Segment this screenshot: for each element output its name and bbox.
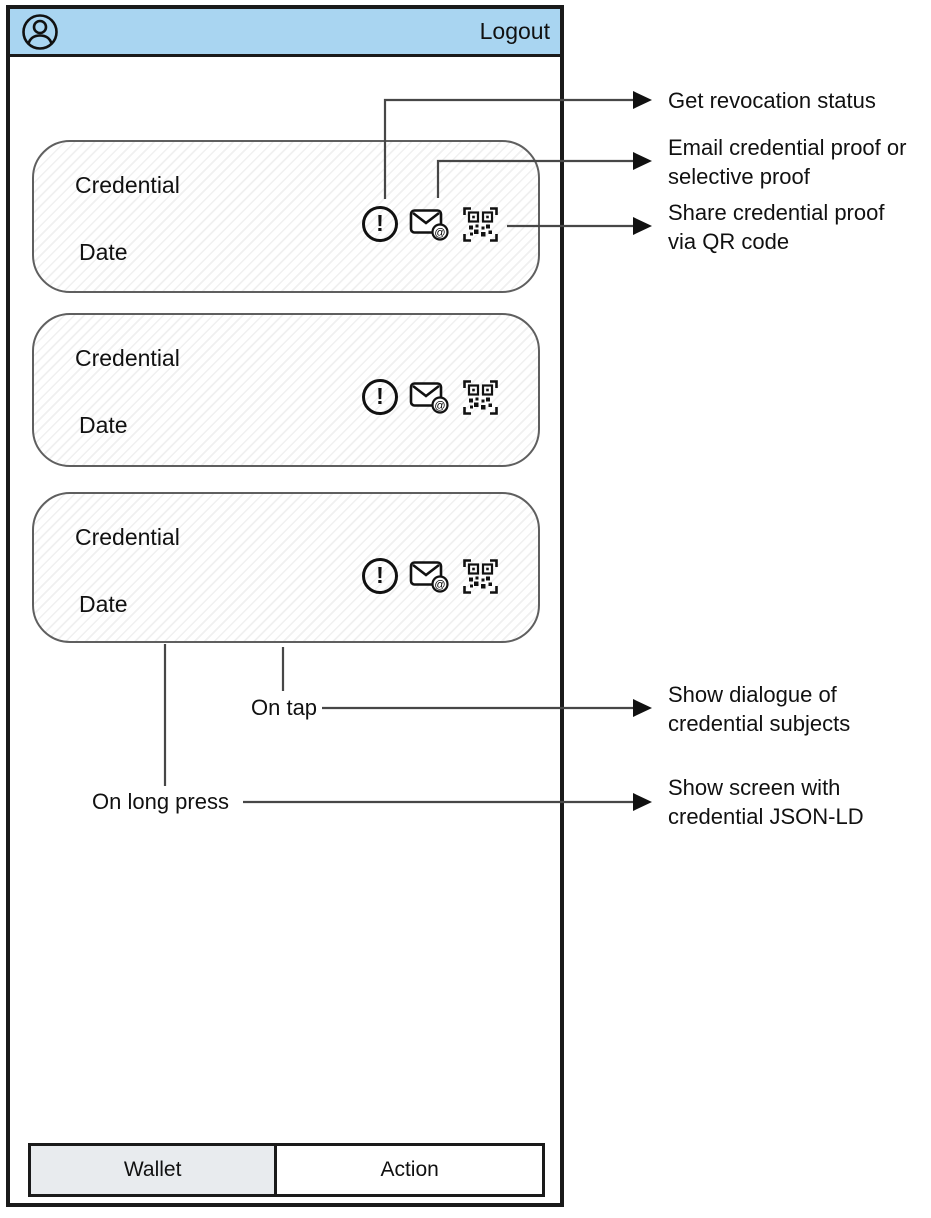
revocation-status-icon[interactable]: ! [362,558,398,594]
callout-line: selective proof [668,164,810,189]
email-proof-icon[interactable]: @ [409,380,451,414]
revocation-status-icon[interactable]: ! [362,206,398,242]
callout-line: Show screen with [668,775,841,800]
user-profile-icon[interactable] [21,13,59,51]
callout-line: Show dialogue of [668,682,837,707]
card-icon-row: ! @ [362,555,499,597]
tab-wallet[interactable]: Wallet [31,1146,278,1194]
svg-text:@: @ [434,400,445,412]
callout-line: via QR code [668,229,790,254]
svg-text:@: @ [434,579,445,591]
credential-title: Credential [75,345,180,371]
callout-qr-share: Share credential proof via QR code [668,198,884,256]
credential-date: Date [79,239,128,265]
credential-date: Date [79,591,128,617]
callout-on-tap-action: Show dialogue of credential subjects [668,680,850,738]
phone-frame: Logout Credential Date ! @ [6,5,564,1207]
credential-title: Credential [75,524,180,550]
callout-line: Email credential proof or [668,135,907,160]
card-icon-row: ! @ [362,376,499,418]
on-long-press-label: On long press [90,789,231,815]
svg-text:@: @ [434,227,445,239]
credential-date: Date [79,412,128,438]
tab-action[interactable]: Action [277,1146,542,1194]
callout-email-proof: Email credential proof or selective proo… [668,133,906,191]
email-proof-icon[interactable]: @ [409,559,451,593]
callout-long-press-action: Show screen with credential JSON-LD [668,773,864,831]
callout-line: Share credential proof [668,200,885,225]
qr-share-icon[interactable] [462,206,499,243]
app-header: Logout [10,9,560,57]
credential-card[interactable]: Credential Date ! @ [32,492,540,643]
bottom-tab-bar: Wallet Action [28,1143,545,1197]
callout-line: credential subjects [668,711,851,736]
on-tap-label: On tap [249,695,320,721]
qr-share-icon[interactable] [462,558,499,595]
qr-share-icon[interactable] [462,379,499,416]
callout-line: credential JSON-LD [668,804,864,829]
callout-line: Get revocation status [668,88,876,113]
credential-card[interactable]: Credential Date ! @ [32,313,540,467]
card-icon-row: ! @ [362,203,499,245]
email-proof-icon[interactable]: @ [409,207,451,241]
exclamation-glyph: ! [376,209,384,236]
exclamation-glyph: ! [376,382,384,409]
exclamation-glyph: ! [376,561,384,588]
callout-revocation-status: Get revocation status [668,86,876,115]
credential-card[interactable]: Credential Date ! @ [32,140,540,293]
logout-button[interactable]: Logout [479,18,550,44]
revocation-status-icon[interactable]: ! [362,379,398,415]
credential-title: Credential [75,172,180,198]
